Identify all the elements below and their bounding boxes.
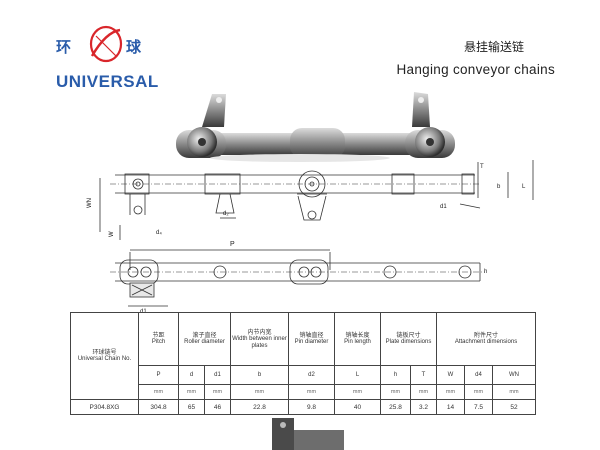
table-symbol: d4 [464,365,494,385]
dim-label-P: P [230,241,235,248]
dim-label-T: T [480,164,484,170]
table-unit: mm [178,384,205,400]
table-symbol: h [380,365,411,385]
table-cell: 40 [334,399,381,415]
table-symbol: P [138,365,179,385]
table-symbol: T [409,365,438,385]
page-title-cn: 悬挂输送链 [463,40,524,54]
globe-icon [89,25,123,63]
top-view-drawing [110,259,485,298]
table-cell-chain: P304.8XG [70,399,139,415]
table-unit: mm [464,384,494,400]
dim-label-d2: d₂ [223,211,229,217]
table-unit: mm [138,384,179,400]
dim-label-d1-top: d1 [440,204,447,210]
table-unit: mm [380,384,411,400]
table-cell: 14 [436,399,466,415]
dim-label-WN: WN [87,198,93,208]
table-symbol: d [178,365,205,385]
table-unit: mm [492,384,537,400]
table-cell: 65 [178,399,205,415]
table-row: P304.8XG 304.8 65 46 22.8 9.8 40 25.8 3.… [70,399,537,415]
table-symbol: L [334,365,381,385]
table-cell: 7.5 [464,399,494,415]
table-unit: mm [288,384,335,400]
table-cell: 25.8 [380,399,411,415]
table-unit: mm [436,384,466,400]
company-logo: 环 球 UNIVERSAL [56,20,159,98]
table-symbol: b [230,365,289,385]
dim-label-b: b [497,184,501,190]
table-cell: 304.8 [138,399,179,415]
logo-cn-right: 球 [126,38,143,56]
table-unit: mm [230,384,289,400]
table-cell: 46 [204,399,231,415]
table-cell: 22.8 [230,399,289,415]
table-cell: 3.2 [409,399,438,415]
table-cell: 52 [492,399,537,415]
dim-label-d4: d₄ [156,230,162,236]
logo-cn-left: 环 [56,38,73,56]
page-title-en: Hanging conveyor chains [396,62,555,77]
logo-wordmark: UNIVERSAL [56,72,159,91]
dim-label-L: L [522,184,526,190]
table-cell: 9.8 [288,399,335,415]
table-symbol: d2 [288,365,335,385]
table-symbol: d1 [204,365,231,385]
chain-render-image [176,92,455,162]
dim-label-h: h [484,269,487,275]
chain-photo-fragment [272,418,344,450]
side-view-drawing [99,160,534,307]
table-symbol: WN [492,365,537,385]
table-unit: mm [409,384,438,400]
table-unit: mm [334,384,381,400]
table-unit: mm [204,384,231,400]
dim-label-W: W [109,231,115,237]
table-symbol: W [436,365,466,385]
